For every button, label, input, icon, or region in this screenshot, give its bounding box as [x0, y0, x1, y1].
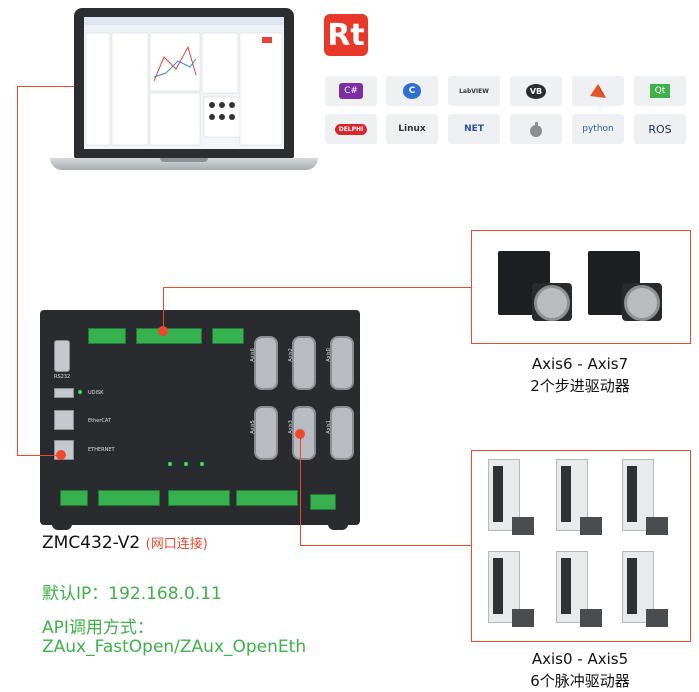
- servo-motor: [580, 609, 602, 627]
- servo-link-line: [300, 545, 471, 546]
- ethernet-cable-line: [17, 86, 18, 456]
- default-ip: 默认IP：192.168.0.11: [42, 584, 222, 604]
- axis-connector: [330, 406, 354, 460]
- axis-connector: [254, 406, 278, 460]
- stepper-link-line: [163, 287, 164, 331]
- ethercat-port: [54, 410, 74, 430]
- c-logo: C: [386, 76, 438, 106]
- stepper-motor: [532, 283, 572, 321]
- servo-title: Axis0 - Axis5: [531, 650, 629, 668]
- terminal-block: [236, 490, 298, 506]
- stepper-frame: [471, 230, 691, 344]
- connection-note: (网口连接): [145, 537, 208, 552]
- rt-logo: Rt: [324, 14, 368, 56]
- axis-label: Axis2: [287, 348, 294, 362]
- servo-driver: [622, 459, 654, 531]
- axis-connector: [292, 336, 316, 390]
- ethernet-label: ETHERNET: [88, 447, 115, 453]
- servo-link-line: [300, 434, 301, 546]
- csharp-logo: C#: [325, 76, 377, 106]
- axis-connector: [254, 336, 278, 390]
- terminal-block: [212, 328, 244, 344]
- terminal-block: [168, 490, 230, 506]
- servo-motor: [512, 609, 534, 627]
- stepper-title: Axis6 - Axis7: [531, 355, 629, 373]
- controller-board: RS232 UDISK EtherCAT ETHERNET Axis6 Axis…: [40, 310, 360, 525]
- servo-frame: [471, 450, 691, 642]
- model-name: ZMC432-V2: [42, 533, 141, 553]
- stepper-link-line: [163, 287, 471, 288]
- stepper-motor: [622, 283, 662, 321]
- api-label: API调用方式：: [42, 618, 154, 638]
- terminal-block: [136, 328, 202, 344]
- connection-dot: [158, 326, 168, 336]
- terminal-block: [60, 490, 88, 506]
- labview-logo: LabVIEW: [448, 76, 500, 106]
- vb-logo: VB: [510, 76, 562, 106]
- power-led: [168, 462, 172, 466]
- python-logo: python: [572, 114, 624, 144]
- run-led: [184, 462, 188, 466]
- laptop-notch: [160, 158, 208, 162]
- servo-driver: [556, 459, 588, 531]
- alm-led: [200, 462, 204, 466]
- ethercat-label: EtherCAT: [88, 418, 111, 424]
- terminal-block: [98, 490, 160, 506]
- stepper-subtitle: 2个步进驱动器: [530, 377, 630, 395]
- api-functions: ZAux_FastOpen/ZAux_OpenEth: [42, 637, 307, 657]
- axis-label: Axis6: [249, 348, 256, 362]
- axis-label: Axis5: [249, 420, 256, 434]
- terminal-block: [310, 494, 336, 510]
- mounting-ear: [328, 520, 348, 530]
- axis-label: Axis3: [287, 420, 294, 434]
- axis-label: Axis0: [325, 348, 332, 362]
- laptop-base: [50, 158, 318, 170]
- servo-motor: [512, 517, 534, 535]
- mounting-ear: [52, 520, 72, 530]
- linux-logo: Linux: [386, 114, 438, 144]
- rs232-label: RS232: [54, 374, 71, 380]
- udisk-label: UDISK: [88, 390, 104, 396]
- ethernet-cable-line: [17, 455, 61, 456]
- model-label: ZMC432-V2 (网口连接): [42, 533, 208, 553]
- terminal-block: [88, 328, 126, 344]
- connection-dot: [295, 429, 305, 439]
- matlab-logo: [572, 76, 624, 106]
- servo-motor: [580, 517, 602, 535]
- status-led: [78, 390, 82, 394]
- axis-connector: [330, 336, 354, 390]
- udisk-port: [54, 388, 74, 398]
- servo-motor: [646, 609, 668, 627]
- ethernet-cable-line: [17, 86, 74, 87]
- servo-subtitle: 6个脉冲驱动器: [530, 672, 630, 690]
- dotnet-logo: NET: [448, 114, 500, 144]
- ros-logo: ROS: [634, 114, 686, 144]
- servo-motor: [646, 517, 668, 535]
- laptop-screen: [84, 17, 284, 149]
- rs232-port: [54, 340, 70, 372]
- delphi-logo: DELPHI: [325, 114, 377, 144]
- axis-label: Axis1: [325, 420, 332, 434]
- qt-logo: Qt: [634, 76, 686, 106]
- connection-dot: [56, 450, 66, 460]
- apple-icon: [510, 114, 562, 144]
